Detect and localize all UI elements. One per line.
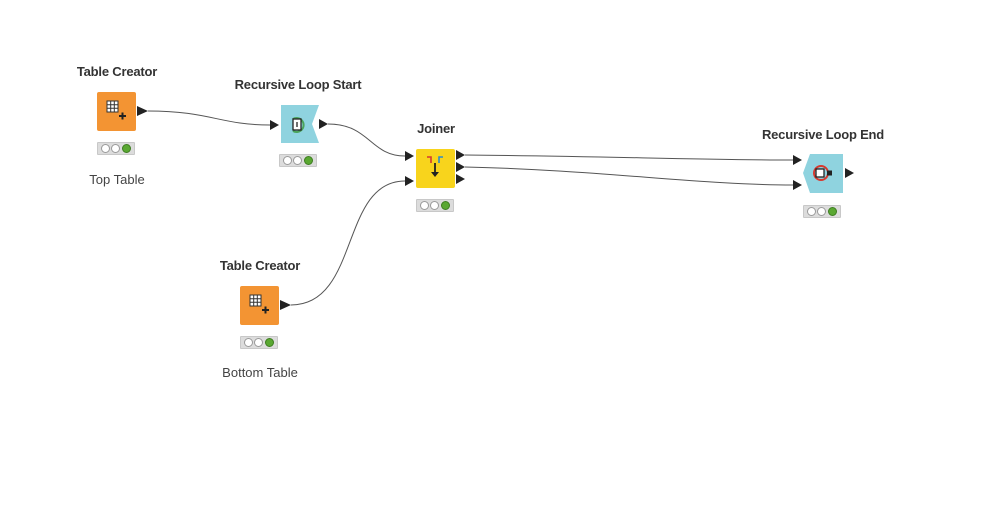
status-dot	[293, 156, 303, 165]
output-port	[280, 300, 291, 310]
input-port-bottom	[405, 176, 414, 186]
status-lights-joiner	[416, 199, 454, 212]
output-port-1	[456, 150, 465, 160]
loop-end-icon	[813, 165, 832, 181]
loop-start-icon	[292, 117, 305, 133]
status-dot	[430, 201, 440, 210]
status-dot-executed	[828, 207, 838, 216]
node-label-bottom-table[interactable]: Bottom Table	[222, 365, 298, 380]
connections	[147, 110, 794, 306]
table-create-icon	[249, 294, 269, 314]
status-lights-recursive-loop-start	[279, 154, 317, 167]
status-dot	[254, 338, 264, 347]
table-create-icon	[106, 100, 126, 120]
connection-bottomcreator-to-joiner[interactable]	[290, 180, 406, 306]
status-dot	[111, 144, 121, 153]
node-recursive-loop-start[interactable]	[270, 105, 328, 143]
status-lights-recursive-loop-end	[803, 205, 841, 218]
output-port	[319, 119, 328, 129]
joiner-icon	[427, 156, 443, 177]
input-port-top	[793, 155, 802, 165]
node-title-table-creator-bottom: Table Creator	[219, 258, 301, 273]
connection-joiner-to-loopend-2[interactable]	[464, 166, 794, 186]
node-title-recursive-loop-start: Recursive Loop Start	[234, 77, 362, 92]
status-dot-executed	[441, 201, 451, 210]
node-title-recursive-loop-end: Recursive Loop End	[761, 127, 885, 142]
connection-topcreator-to-loopstart[interactable]	[147, 110, 271, 126]
node-recursive-loop-end[interactable]	[793, 154, 854, 193]
status-dot	[282, 156, 292, 165]
status-dot	[817, 207, 827, 216]
status-dot	[419, 201, 429, 210]
node-table-creator-bottom[interactable]	[240, 286, 291, 325]
status-dot-executed	[122, 144, 132, 153]
status-dot	[100, 144, 110, 153]
input-port	[270, 120, 279, 130]
output-port-2	[456, 162, 465, 172]
input-port-bottom	[793, 180, 802, 190]
node-title-table-creator-top: Table Creator	[76, 64, 158, 79]
connection-loopstart-to-joiner[interactable]	[327, 123, 406, 157]
input-port-top	[405, 151, 414, 161]
output-port-3	[456, 174, 465, 184]
output-port	[845, 168, 854, 178]
status-dot-executed	[265, 338, 275, 347]
node-label-top-table[interactable]: Top Table	[89, 172, 145, 187]
connection-joiner-to-loopend-1[interactable]	[464, 154, 794, 161]
status-dot	[806, 207, 816, 216]
output-port	[137, 106, 148, 116]
status-lights-table-creator-bottom	[240, 336, 278, 349]
node-table-creator-top[interactable]	[97, 92, 148, 131]
status-lights-table-creator-top	[97, 142, 135, 155]
node-title-joiner: Joiner	[417, 121, 455, 136]
status-dot	[243, 338, 253, 347]
node-joiner[interactable]	[405, 149, 465, 188]
status-dot-executed	[304, 156, 314, 165]
